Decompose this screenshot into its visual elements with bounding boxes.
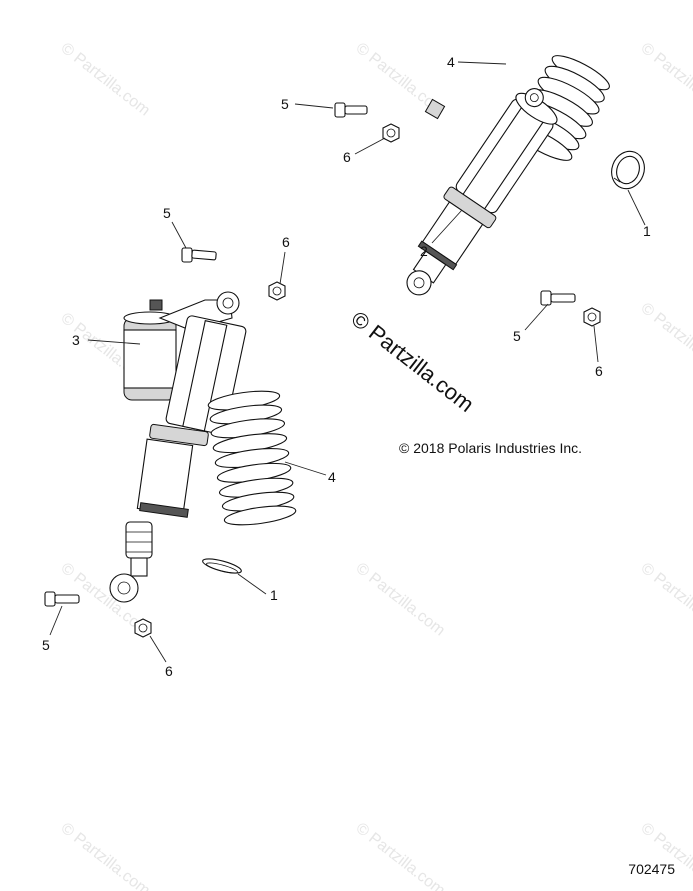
callout-top-ring: 1 — [643, 223, 651, 239]
callout-left-ring: 1 — [270, 587, 278, 603]
shock-absorber-left — [109, 291, 247, 603]
callout-bottom-bolt: 5 — [42, 637, 50, 653]
copyright-notice: © 2018 Polaris Industries Inc. — [399, 440, 583, 456]
nut-bottom — [134, 618, 152, 638]
callout-left-shock: 3 — [72, 332, 80, 348]
watermark: © Partzilla.com — [638, 40, 693, 120]
callout-right-nut: 6 — [595, 363, 603, 379]
shock-absorber-top — [406, 88, 558, 296]
bolt-top — [334, 102, 368, 118]
nut-left — [268, 281, 286, 301]
callout-left-spring: 4 — [328, 469, 336, 485]
watermark: © Partzilla.com — [353, 820, 448, 891]
watermark: © Partzilla.com — [353, 560, 448, 640]
callout-left-nut: 6 — [282, 234, 290, 250]
nut-right — [583, 307, 601, 327]
callout-top-shock: 2 — [420, 243, 428, 259]
callout-left-bolt: 5 — [163, 205, 171, 221]
watermark: © Partzilla.com — [638, 820, 693, 891]
watermark: © Partzilla.com — [58, 40, 153, 120]
bolt-bottom — [44, 591, 80, 607]
callout-bottom-nut: 6 — [165, 663, 173, 679]
diagram-id: 702475 — [628, 861, 675, 877]
retainer-ring-top — [611, 150, 645, 190]
bolt-left — [181, 247, 217, 263]
callout-labels: 4 5 6 1 2 5 6 5 6 3 4 1 5 6 — [42, 54, 651, 679]
watermark: © Partzilla.com — [638, 560, 693, 640]
callout-top-nut: 6 — [343, 149, 351, 165]
callout-right-bolt: 5 — [513, 328, 521, 344]
nut-top — [382, 123, 400, 143]
coil-spring-left — [207, 390, 297, 526]
watermark: © Partzilla.com — [638, 300, 693, 380]
callout-top-spring: 4 — [447, 54, 455, 70]
callout-top-bolt: 5 — [281, 96, 289, 112]
retainer-ring-left — [202, 558, 242, 574]
leader-lines — [49, 61, 646, 663]
bolt-right — [540, 290, 576, 306]
watermark: © Partzilla.com — [58, 820, 153, 891]
